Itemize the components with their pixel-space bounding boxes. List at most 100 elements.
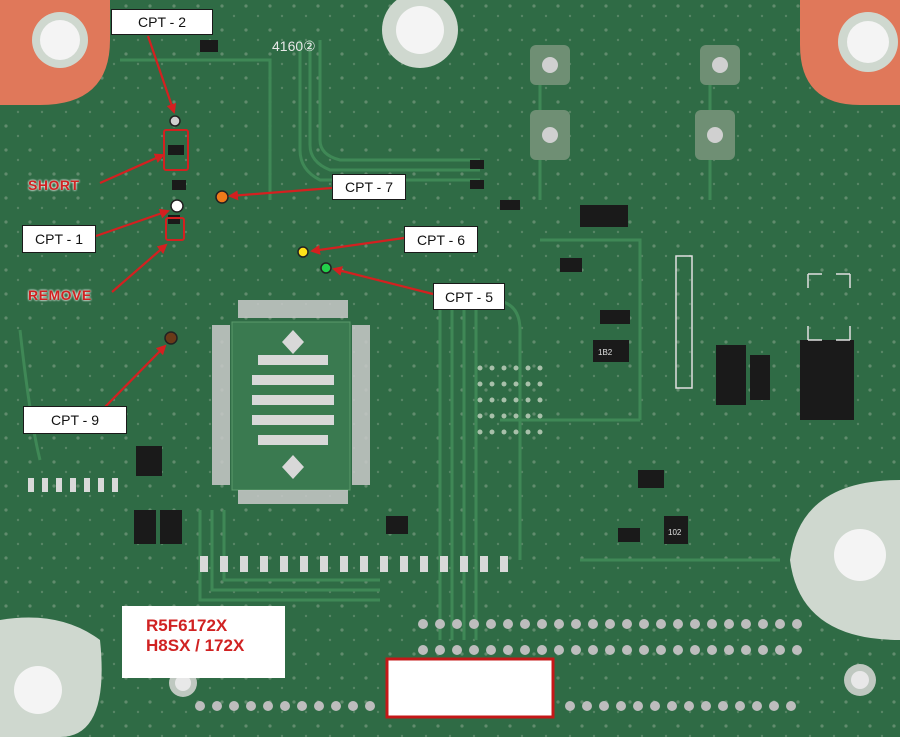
- header-pin: [622, 645, 632, 655]
- via: [537, 429, 543, 435]
- via: [525, 413, 531, 419]
- cpt9-dot: [164, 331, 178, 345]
- header-pin: [503, 645, 513, 655]
- highlight-markers: [163, 129, 189, 241]
- header-pin: [435, 619, 445, 629]
- resistor: [320, 556, 328, 572]
- header-pin: [673, 645, 683, 655]
- cpt7-label: CPT - 7: [332, 174, 406, 200]
- cpt7-dot: [215, 190, 229, 204]
- header-pin: [735, 701, 745, 711]
- header-pin: [633, 701, 643, 711]
- via: [513, 365, 519, 371]
- header-pin: [673, 619, 683, 629]
- header-pin: [582, 701, 592, 711]
- resistor: [300, 556, 308, 572]
- resistor: [280, 556, 288, 572]
- resistor: [56, 478, 62, 492]
- via: [537, 365, 543, 371]
- callout-arrows: [95, 35, 434, 409]
- header-pin: [741, 619, 751, 629]
- arrow-cpt6: [310, 236, 405, 255]
- header-pin: [656, 619, 666, 629]
- resistor: [340, 556, 348, 572]
- via: [501, 413, 507, 419]
- main-ic: [212, 300, 370, 504]
- header-pin: [486, 645, 496, 655]
- resistor-row: [28, 478, 508, 572]
- resistor: [240, 556, 248, 572]
- header-pin: [537, 619, 547, 629]
- header-pin: [435, 645, 445, 655]
- header-pin: [469, 645, 479, 655]
- header-pin: [571, 645, 581, 655]
- header-pin: [554, 645, 564, 655]
- remove-annotation: REMOVE: [28, 287, 92, 303]
- resistor: [70, 478, 76, 492]
- arrow-cpt7: [228, 186, 333, 201]
- header-pin: [616, 701, 626, 711]
- arrow-cpt1: [95, 208, 170, 238]
- header-pin: [786, 701, 796, 711]
- arrow-cpt2: [146, 35, 177, 114]
- arrow-cpt9: [103, 344, 167, 409]
- header-pin: [758, 645, 768, 655]
- via: [537, 381, 543, 387]
- marking-102: 102: [668, 528, 682, 537]
- header-pin: [520, 645, 530, 655]
- smd-components: [134, 40, 854, 544]
- header-pin: [246, 701, 256, 711]
- connector-outline: [675, 255, 851, 389]
- cpt1-dot: [170, 199, 184, 213]
- resistor: [200, 556, 208, 572]
- header-pin: [469, 619, 479, 629]
- via: [501, 429, 507, 435]
- header-pin: [452, 619, 462, 629]
- header-pin: [418, 619, 428, 629]
- header-pin: [348, 701, 358, 711]
- header-pin: [690, 645, 700, 655]
- via: [513, 429, 519, 435]
- header-pin: [701, 701, 711, 711]
- cpt1-label: CPT - 1: [22, 225, 96, 253]
- resistor: [360, 556, 368, 572]
- resistor: [220, 556, 228, 572]
- header-pin: [280, 701, 290, 711]
- via: [489, 397, 495, 403]
- header-pin: [195, 701, 205, 711]
- via: [489, 381, 495, 387]
- resistor: [440, 556, 448, 572]
- header-pin: [554, 619, 564, 629]
- header-pin: [503, 619, 513, 629]
- header-pins: [195, 619, 802, 711]
- cpt2-dot: [169, 115, 181, 127]
- resistor: [400, 556, 408, 572]
- header-pin: [775, 619, 785, 629]
- chip-label-line2: H8SX / 172X: [146, 636, 245, 655]
- via: [489, 413, 495, 419]
- header-pin: [599, 701, 609, 711]
- header-pin: [486, 619, 496, 629]
- header-pin: [667, 701, 677, 711]
- via: [477, 397, 483, 403]
- header-pin: [639, 645, 649, 655]
- via: [537, 413, 543, 419]
- via: [525, 397, 531, 403]
- chip-label-line1: R5F6172X: [146, 616, 228, 635]
- header-pin: [365, 701, 375, 711]
- cpt6-dot: [297, 246, 309, 258]
- resistor: [460, 556, 468, 572]
- via: [513, 381, 519, 387]
- resistor: [98, 478, 104, 492]
- header-pin: [605, 619, 615, 629]
- resistor: [420, 556, 428, 572]
- header-pin: [718, 701, 728, 711]
- header-pin: [752, 701, 762, 711]
- via: [513, 413, 519, 419]
- via: [501, 365, 507, 371]
- header-pin: [769, 701, 779, 711]
- header-pin: [314, 701, 324, 711]
- arrow-cpt5: [332, 266, 434, 296]
- header-pin: [622, 619, 632, 629]
